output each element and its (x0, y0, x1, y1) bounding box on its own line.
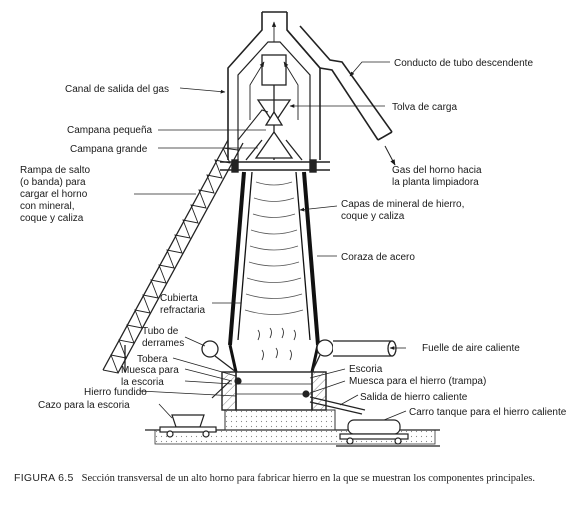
skip-ramp-truss (102, 139, 244, 374)
burden-layers (244, 181, 304, 315)
label-campana-grande: Campana grande (70, 144, 148, 155)
label-muesca-escoria-2: la escoria (121, 377, 164, 388)
furnace-stack (228, 171, 320, 373)
label-carro: Carro tanque para el hierro caliente (409, 407, 567, 418)
label-muesca-hierro: Muesca para el hierro (trampa) (349, 376, 486, 387)
caption-text: Sección transversal de un alto horno par… (81, 473, 535, 484)
hot-metal-car (336, 419, 440, 447)
label-tobera: Tobera (137, 354, 168, 365)
slag-ladle-car (159, 414, 217, 438)
downcomer-pipe (286, 25, 396, 166)
skip-car-track (237, 109, 269, 141)
tuyere-flames (257, 327, 296, 361)
label-tubo-1: Tubo de (142, 326, 179, 337)
label-gas-2: la planta limpiadora (392, 177, 479, 188)
figure-number: FIGURA 6.5 (14, 472, 74, 484)
top-platform (220, 159, 330, 173)
iron-notch (302, 390, 366, 415)
label-rampa-5: coque y caliza (20, 213, 84, 224)
bustle-pipe (201, 339, 397, 373)
label-coraza: Coraza de acero (341, 252, 415, 263)
label-cubierta-2: refractaria (160, 305, 205, 316)
label-escoria: Escoria (349, 364, 383, 375)
hearth (221, 371, 327, 411)
label-canal: Canal de salida del gas (65, 84, 169, 95)
label-tubo-2: derrames (142, 338, 184, 349)
large-bell (245, 130, 303, 161)
label-conducto: Conducto de tubo descendente (394, 58, 533, 69)
label-fuelle: Fuelle de aire caliente (422, 343, 520, 354)
label-tolva: Tolva de carga (392, 102, 457, 113)
label-campana-pequena: Campana pequeña (67, 125, 153, 136)
leader-lines (134, 61, 407, 421)
label-rampa-3: cargar el horno (20, 189, 88, 200)
label-cazo: Cazo para la escoria (38, 400, 130, 411)
label-salida: Salida de hierro caliente (360, 392, 468, 403)
label-rampa-1: Rampa de salto (20, 165, 90, 176)
label-hierro-fundido: Hierro fundido (84, 387, 147, 398)
label-rampa-4: con mineral, (20, 201, 74, 212)
label-capas-1: Capas de mineral de hierro, (341, 199, 464, 210)
blast-furnace-diagram: Conducto de tubo descendente Canal de sa… (20, 11, 567, 447)
label-muesca-escoria-1: Muesca para (121, 365, 179, 376)
small-bell (264, 110, 284, 126)
label-gas-1: Gas del horno hacia (392, 165, 482, 176)
label-rampa-2: (o banda) para (20, 177, 86, 188)
label-capas-2: coque y caliza (341, 211, 405, 222)
figure-caption: FIGURA 6.5 Sección transversal de un alto… (14, 472, 574, 485)
label-cubierta-1: Cubierta (160, 293, 198, 304)
